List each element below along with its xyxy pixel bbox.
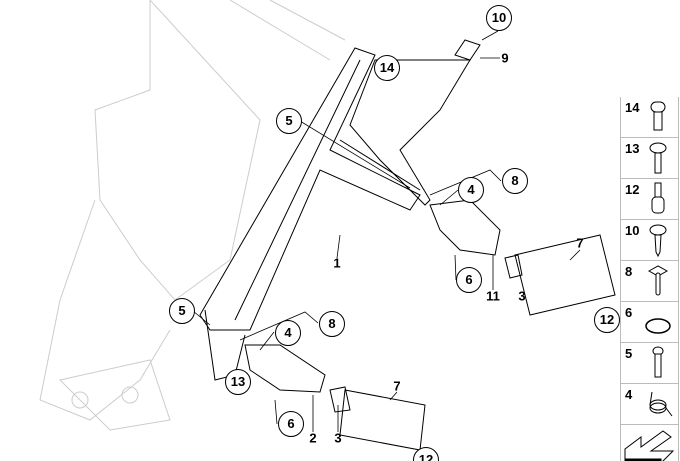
label-2: 2 [309,430,317,446]
legend-item[interactable]: 6 [621,302,679,343]
footrest-bracket [199,47,471,381]
legend-item[interactable]: 13 [621,138,679,179]
circlip-icon [645,318,671,334]
torsion-spring-icon [649,391,673,417]
pan-head-screw-icon [649,142,667,174]
upper-footpeg-holder [429,199,501,256]
lower-footpeg-rubber [339,389,426,451]
callout-5-lower[interactable]: 5 [169,298,195,324]
lower-footpeg-holder [244,344,326,393]
legend-item[interactable]: 10 [621,220,679,261]
label-7-lower: 7 [393,378,401,394]
legend-item[interactable]: 14 [621,97,679,138]
callout-14[interactable]: 14 [374,55,400,81]
label-9: 9 [501,50,509,66]
upper-clip [504,254,523,279]
legend-item[interactable]: 5 [621,343,679,384]
legend-item[interactable]: 8 [621,261,679,302]
navigate-arrow-button[interactable] [621,425,679,461]
legend-item[interactable]: 4 [621,384,679,425]
lower-clip [329,386,351,413]
label-3-upper: 3 [518,288,526,304]
label-1: 1 [333,255,341,271]
buffer-9 [454,39,481,61]
callout-6-upper[interactable]: 6 [456,267,482,293]
plate-pin-icon [647,265,669,296]
label-11: 11 [486,288,500,304]
self-tapping-screw-icon [649,224,667,258]
legend-item[interactable]: 12 [621,179,679,220]
callout-13[interactable]: 13 [225,369,251,395]
upper-footpeg-rubber [514,234,616,316]
leader-lines [192,30,581,432]
frame-outline [39,0,346,431]
label-3-lower: 3 [334,430,342,446]
callout-8-upper[interactable]: 8 [502,168,528,194]
hex-socket-screw-icon [650,101,666,131]
pin-icon [652,346,664,378]
callout-4-lower[interactable]: 4 [275,320,301,346]
callout-6-lower[interactable]: 6 [278,411,304,437]
callout-8-lower[interactable]: 8 [319,311,345,337]
callout-4-upper[interactable]: 4 [458,177,484,203]
label-7-upper: 7 [576,235,584,251]
rubber-buffer-icon [651,182,665,214]
arrow-icon [624,430,675,461]
callout-12-upper[interactable]: 12 [594,307,620,333]
callout-10[interactable]: 10 [486,5,512,31]
parts-legend-panel: 14 13 12 10 8 6 5 4 [620,97,679,461]
callout-5-upper[interactable]: 5 [276,108,302,134]
